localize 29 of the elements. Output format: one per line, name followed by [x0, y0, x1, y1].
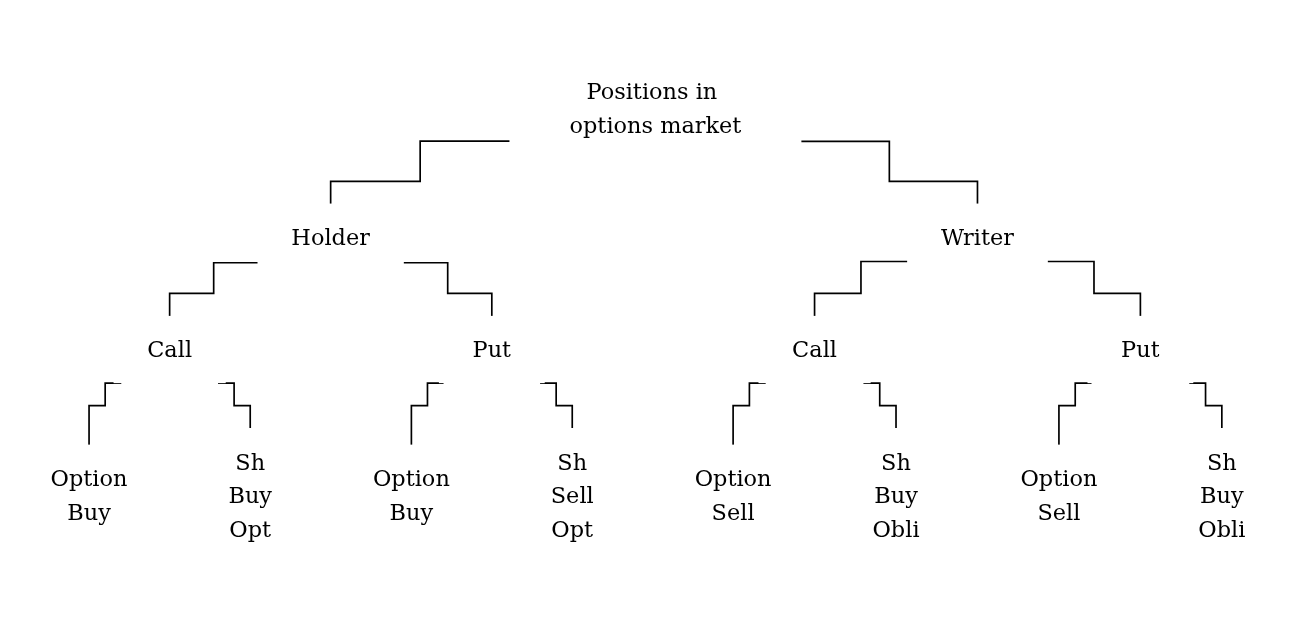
node-text: Sh Buy Obli	[1197, 447, 1245, 543]
node-text: Option Buy	[372, 464, 450, 526]
connector	[799, 140, 978, 205]
node-text: Sh Buy Obli	[871, 447, 920, 543]
connector	[538, 382, 573, 429]
node-text: Holder	[290, 223, 370, 251]
connector	[216, 382, 251, 429]
node-text: Sh Buy Opt	[227, 447, 272, 543]
node-text: Put	[1120, 335, 1160, 363]
connector	[168, 261, 259, 317]
node-text: Call	[791, 335, 837, 363]
connector	[862, 382, 897, 429]
connector	[813, 260, 908, 317]
node-text: Option Buy	[50, 464, 127, 526]
connector	[410, 382, 444, 446]
node-text: Option Sell	[694, 464, 772, 526]
connector	[87, 382, 122, 446]
connector	[329, 140, 510, 205]
node-text: Positions in options market	[569, 77, 741, 139]
node-text: Call	[146, 335, 192, 363]
connector	[1046, 260, 1141, 317]
connector	[1057, 382, 1092, 446]
node-text: Option Sell	[1019, 464, 1097, 526]
node-text: Put	[472, 335, 511, 363]
node-text: Sh Sell Opt	[550, 447, 594, 543]
node-text: Writer	[940, 223, 1014, 251]
connector	[1187, 382, 1223, 429]
connector	[402, 261, 493, 317]
connector	[731, 382, 767, 446]
